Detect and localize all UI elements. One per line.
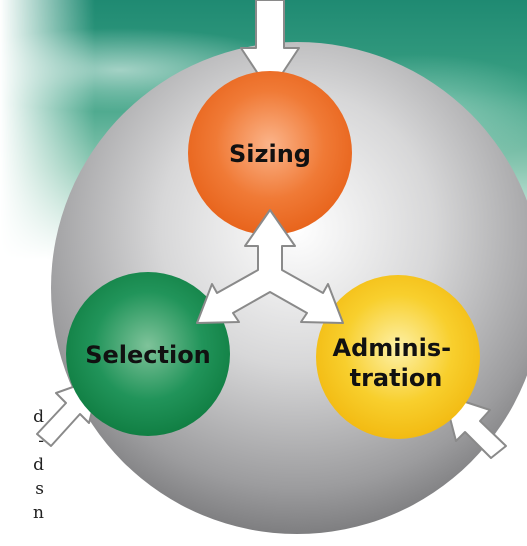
selection-node [66,272,230,436]
administration-label: Adminis- tration [333,334,460,392]
side-text-line: n [33,503,44,523]
administration-node [316,275,480,439]
side-text-line: d [33,407,44,427]
side-text-line: - [38,431,44,451]
side-text-line: s [35,479,44,499]
sizing-label: Sizing [229,140,311,168]
cropped-side-text: d - d s n [0,405,44,525]
sizing-node [188,71,352,235]
three-way-arrow-icon [196,209,344,324]
input-arrow-top-icon [240,0,300,93]
side-text-line: d [33,455,44,475]
selection-label: Selection [85,341,211,369]
